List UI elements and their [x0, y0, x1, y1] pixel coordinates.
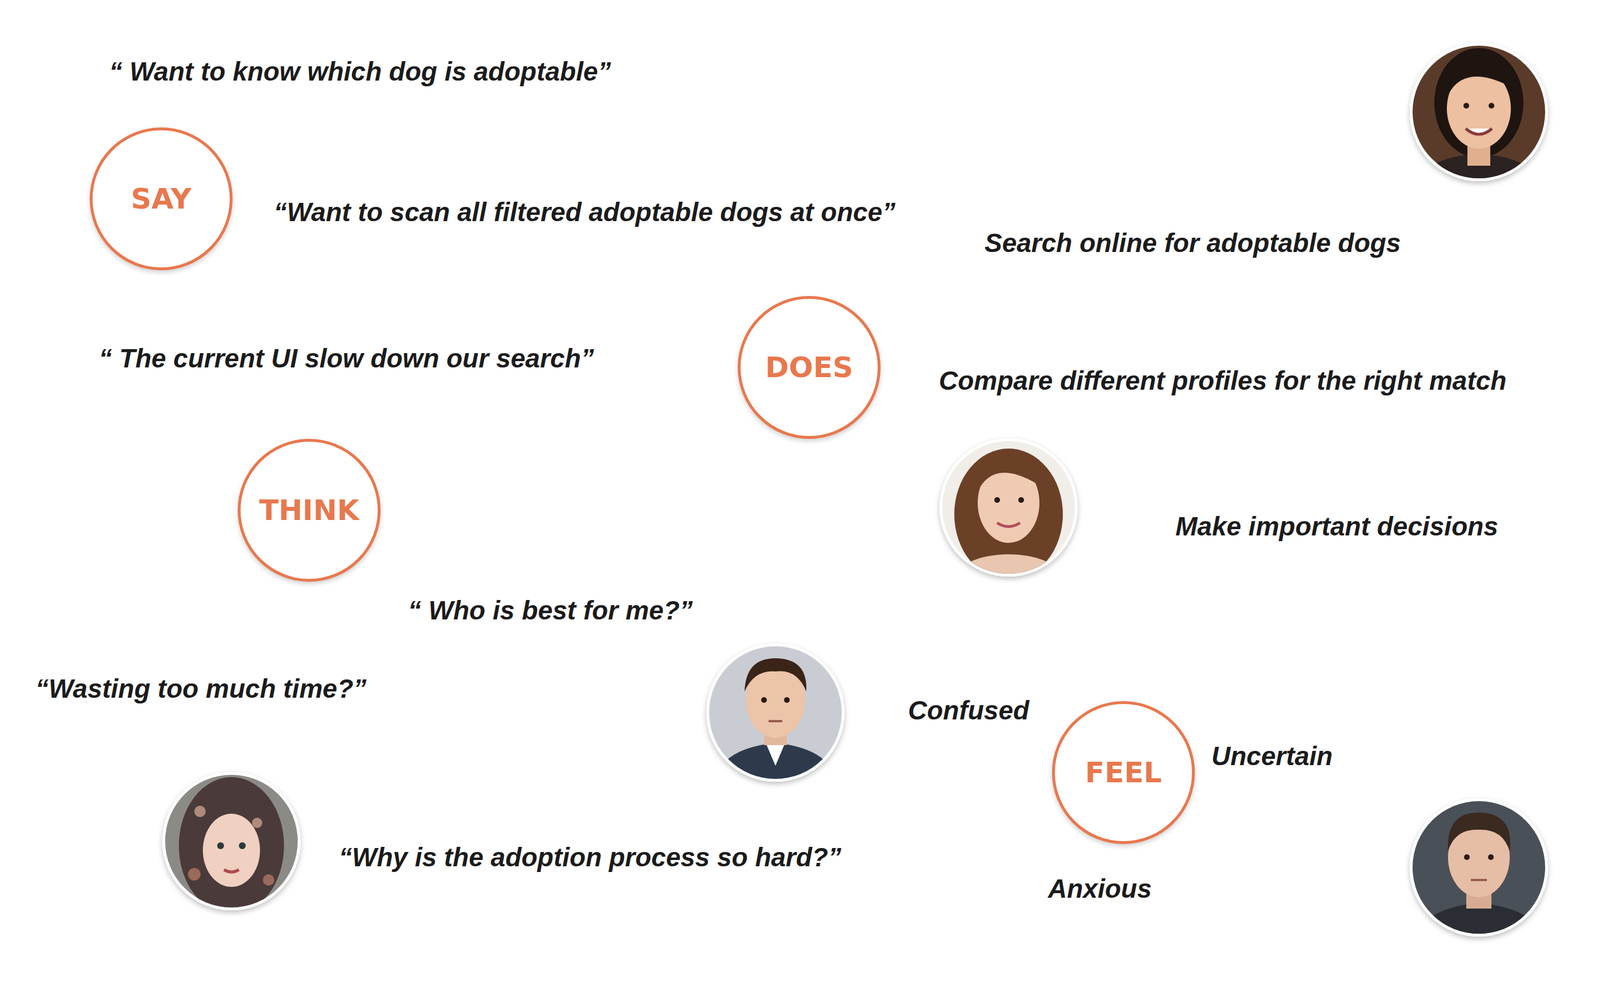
portrait-photo — [1409, 42, 1548, 223]
category-title: THINK — [258, 493, 359, 527]
map-note: “ Want to know which dog is adoptable” — [109, 56, 611, 87]
category-title: FEEL — [1085, 756, 1162, 790]
portrait-photo — [162, 772, 301, 915]
map-note: “ The current UI slow down our search” — [98, 342, 594, 374]
category-circle: SAY — [89, 127, 233, 271]
portrait-photo — [939, 438, 1078, 612]
map-note: Uncertain — [1211, 740, 1333, 772]
map-note: “Wasting too much time?” — [35, 673, 367, 704]
map-note: Compare different profiles for the right… — [938, 365, 1507, 396]
map-note: Make important decisions — [1175, 510, 1499, 542]
portrait-photo — [706, 643, 845, 783]
map-note: Anxious — [1048, 873, 1152, 904]
map-note: “Want to scan all filtered adoptable dog… — [273, 196, 896, 228]
map-note: “Why is the adoption process so hard?” — [338, 841, 842, 873]
category-circle: DOES — [737, 296, 881, 439]
portrait-photo — [1409, 798, 1548, 938]
category-title: DOES — [765, 350, 854, 384]
map-note: Confused — [908, 694, 1030, 726]
map-note: “ Who is best for me?” — [408, 594, 693, 626]
map-note: Search online for adoptable dogs — [984, 227, 1401, 259]
category-circle: THINK — [237, 438, 381, 582]
category-circle: FEEL — [1052, 701, 1195, 844]
category-title: SAY — [130, 182, 192, 216]
